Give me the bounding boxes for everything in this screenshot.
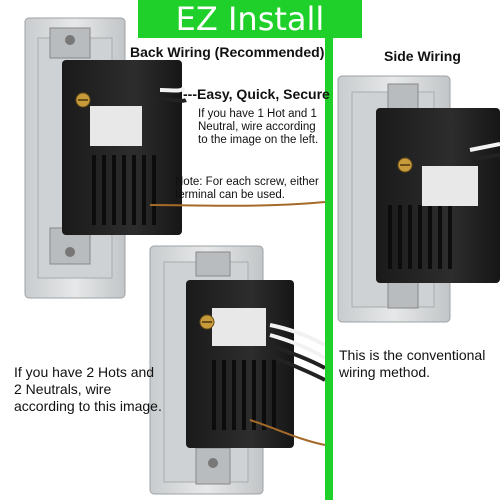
- side-wiring-heading: Side Wiring: [384, 48, 461, 64]
- dimmer-side-wiring-photo: [337, 75, 500, 323]
- title-banner: EZ Install: [138, 0, 362, 38]
- back-wiring-heading: Back Wiring (Recommended): [130, 44, 325, 60]
- terminal-note: Note: For each screw, either terminal ca…: [175, 176, 319, 201]
- dimmer-two-hots-photo: [149, 245, 327, 495]
- side-wiring-caption: This is the conventional wiring method.: [339, 347, 486, 380]
- back-wiring-tagline: ---Easy, Quick, Secure: [183, 86, 330, 102]
- two-hots-caption: If you have 2 Hots and 2 Neutrals, wire …: [14, 364, 162, 414]
- dimmer-back-wiring-photo: [24, 17, 326, 299]
- section-divider: [325, 0, 333, 500]
- one-hot-instruction: If you have 1 Hot and 1 Neutral, wire ac…: [198, 108, 319, 146]
- banner-title: EZ Install: [175, 0, 325, 38]
